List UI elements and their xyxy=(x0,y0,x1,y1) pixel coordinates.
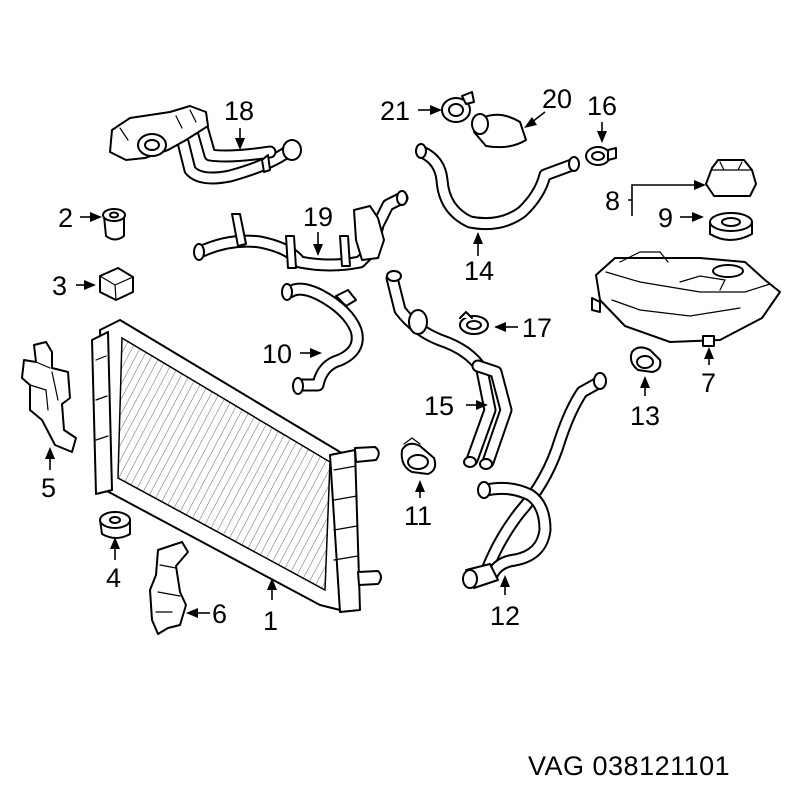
expansion-tank xyxy=(591,251,781,347)
clip-part-13 xyxy=(629,346,662,373)
hose-part-10 xyxy=(281,282,364,395)
callout-7: 7 xyxy=(701,368,716,398)
callout-8: 8 xyxy=(605,186,620,216)
bushing-part-4 xyxy=(99,511,131,539)
callout-14: 14 xyxy=(464,256,494,286)
pipe-part-18 xyxy=(109,105,302,185)
deflector-part-5 xyxy=(21,341,77,453)
callout-9: 9 xyxy=(658,203,673,233)
callout-5: 5 xyxy=(41,473,56,503)
clamp-part-21 xyxy=(441,91,475,123)
callout-16: 16 xyxy=(587,91,617,121)
callout-1: 1 xyxy=(263,606,278,636)
callout-20: 20 xyxy=(542,84,572,114)
pipe-part-12 xyxy=(462,372,607,589)
clamp-part-17 xyxy=(459,311,489,335)
callout-6: 6 xyxy=(212,599,227,629)
callout-13: 13 xyxy=(630,401,660,431)
part-number-caption: VAG 038121101 xyxy=(528,751,730,781)
callout-3: 3 xyxy=(52,271,67,301)
hose-cap-part-20 xyxy=(471,113,527,149)
cap-part-8 xyxy=(705,159,757,197)
callout-labels: 1 2 3 4 5 6 7 8 9 10 11 12 13 14 15 16 1… xyxy=(41,84,716,636)
callout-2: 2 xyxy=(58,203,73,233)
callout-21: 21 xyxy=(380,96,410,126)
callout-18: 18 xyxy=(224,96,254,126)
callout-15: 15 xyxy=(424,391,454,421)
radiator xyxy=(91,319,382,613)
deflector-part-6 xyxy=(149,541,189,635)
mount-part-3 xyxy=(99,267,134,301)
callout-12: 12 xyxy=(490,601,520,631)
callout-4: 4 xyxy=(106,563,121,593)
seal-part-9 xyxy=(709,212,753,241)
grommet-part-2 xyxy=(102,208,126,241)
callout-11: 11 xyxy=(404,501,432,531)
hose-part-14 xyxy=(415,143,580,231)
callout-17: 17 xyxy=(522,313,552,343)
clamp-part-16 xyxy=(585,146,617,166)
pipe-part-19 xyxy=(193,190,409,272)
callout-19: 19 xyxy=(303,202,333,232)
leader-lines xyxy=(45,105,714,618)
clamp-part-11 xyxy=(400,437,437,475)
pipe-part-15 xyxy=(385,270,513,470)
callout-10: 10 xyxy=(262,339,292,369)
